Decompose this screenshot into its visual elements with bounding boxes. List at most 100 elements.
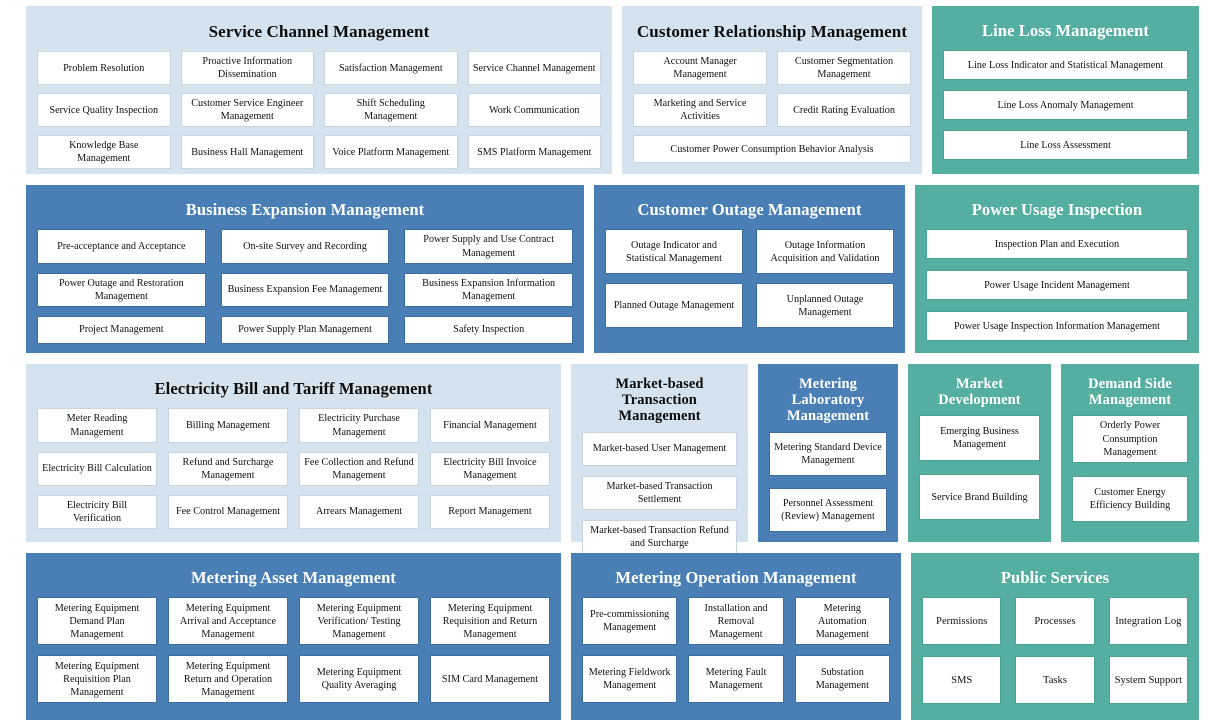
tile-pre-commissioning-management[interactable]: Pre-commissioning Management — [582, 597, 678, 646]
tile-billing-management[interactable]: Billing Management — [168, 408, 288, 443]
tile-emerging-business-management[interactable]: Emerging Business Management — [919, 415, 1040, 462]
tile-electricity-bill-invoice-management[interactable]: Electricity Bill Invoice Management — [430, 451, 550, 486]
tile-electricity-bill-verification[interactable]: Electricity Bill Verification — [37, 494, 157, 529]
tile-orderly-power-consumption-management[interactable]: Orderly Power Consumption Management — [1072, 415, 1188, 463]
tile-arrears-management[interactable]: Arrears Management — [299, 494, 419, 529]
tile-satisfaction-management[interactable]: Satisfaction Management — [324, 51, 458, 86]
tile-fee-control-management[interactable]: Fee Control Management — [168, 494, 288, 529]
tile-metering-equipment-return-and-operation-management[interactable]: Metering Equipment Return and Operation … — [168, 655, 288, 704]
tile-customer-segmentation-management[interactable]: Customer Segmentation Management — [777, 51, 911, 86]
tile-grid: Metering Equipment Demand Plan Managemen… — [37, 597, 550, 714]
tile-grid: Pre-commissioning Management Installatio… — [582, 597, 890, 714]
tile-power-supply-and-use-contract-management[interactable]: Power Supply and Use Contract Management — [404, 229, 573, 264]
tile-pre-acceptance-and-acceptance[interactable]: Pre-acceptance and Acceptance — [37, 229, 206, 264]
tile-work-communication[interactable]: Work Communication — [467, 93, 601, 128]
tile-processes[interactable]: Processes — [1015, 597, 1095, 646]
tile-financial-management[interactable]: Financial Management — [430, 408, 550, 443]
tile-power-usage-inspection-information-management[interactable]: Power Usage Inspection Information Manag… — [926, 311, 1188, 342]
tile-sms[interactable]: SMS — [922, 656, 1002, 705]
tile-system-support[interactable]: System Support — [1108, 656, 1188, 705]
tile-report-management[interactable]: Report Management — [430, 494, 550, 529]
panel-metering-asset-management[interactable]: Metering Asset Management Metering Equip… — [26, 553, 561, 720]
panel-market-development[interactable]: Market Development Emerging Business Man… — [908, 364, 1051, 542]
tile-fee-collection-and-refund-management[interactable]: Fee Collection and Refund Management — [299, 451, 419, 486]
tile-metering-fieldwork-management[interactable]: Metering Fieldwork Management — [582, 655, 678, 704]
tile-outage-information-acquisition-and-validation[interactable]: Outage Information Acquisition and Valid… — [756, 229, 894, 275]
tile-power-outage-and-restoration-management[interactable]: Power Outage and Restoration Management — [37, 272, 206, 307]
tile-metering-equipment-verification-testing-management[interactable]: Metering Equipment Verification/ Testing… — [299, 597, 419, 646]
tile-customer-energy-efficiency-building[interactable]: Customer Energy Efficiency Building — [1072, 475, 1188, 522]
panel-business-expansion-management[interactable]: Business Expansion Management Pre-accept… — [26, 185, 584, 353]
tile-metering-fault-management[interactable]: Metering Fault Management — [688, 655, 784, 704]
tile-on-site-survey-and-recording[interactable]: On-site Survey and Recording — [220, 229, 390, 264]
tile-problem-resolution[interactable]: Problem Resolution — [37, 51, 171, 86]
tile-planned-outage-management[interactable]: Planned Outage Management — [605, 283, 743, 329]
tile-market-based-user-management[interactable]: Market-based User Management — [582, 431, 737, 466]
tile-knowledge-base-management[interactable]: Knowledge Base Management — [37, 135, 171, 170]
tile-service-brand-building[interactable]: Service Brand Building — [919, 474, 1040, 521]
tile-metering-equipment-quality-averaging[interactable]: Metering Equipment Quality Averaging — [299, 655, 419, 704]
tile-voice-platform-management[interactable]: Voice Platform Management — [324, 135, 458, 170]
panel-metering-operation-management[interactable]: Metering Operation Management Pre-commis… — [571, 553, 901, 720]
panel-metering-laboratory-management[interactable]: Metering Laboratory Management Metering … — [758, 364, 898, 542]
tile-project-management[interactable]: Project Management — [37, 315, 206, 344]
tile-customer-power-consumption-behavior-analysis[interactable]: Customer Power Consumption Behavior Anal… — [633, 135, 911, 164]
tile-shift-scheduling-management[interactable]: Shift Scheduling Management — [324, 93, 458, 128]
tile-grid: Outage Indicator and Statistical Managem… — [605, 229, 894, 342]
tile-business-hall-management[interactable]: Business Hall Management — [180, 135, 314, 170]
tile-power-usage-incident-management[interactable]: Power Usage Incident Management — [926, 270, 1188, 301]
tile-metering-standard-device-management[interactable]: Metering Standard Device Management — [769, 431, 887, 476]
tile-market-based-transaction-settlement[interactable]: Market-based Transaction Settlement — [582, 475, 737, 510]
tile-metering-equipment-demand-plan-management[interactable]: Metering Equipment Demand Plan Managemen… — [37, 597, 157, 646]
tile-metering-equipment-arrival-and-acceptance-management[interactable]: Metering Equipment Arrival and Acceptanc… — [168, 597, 288, 646]
tile-metering-equipment-requisition-plan-management[interactable]: Metering Equipment Requisition Plan Mana… — [37, 655, 157, 704]
tile-proactive-information-dissemination[interactable]: Proactive Information Dissemination — [180, 51, 314, 86]
panel-customer-outage-management[interactable]: Customer Outage Management Outage Indica… — [594, 185, 905, 353]
tile-account-manager-management[interactable]: Account Manager Management — [633, 51, 767, 86]
tile-service-channel-management[interactable]: Service Channel Management — [467, 51, 601, 86]
tile-personnel-assessment-review-management[interactable]: Personnel Assessment (Review) Management — [769, 487, 887, 532]
tile-meter-reading-management[interactable]: Meter Reading Management — [37, 408, 157, 443]
panel-line-loss-management[interactable]: Line Loss Management Line Loss Indicator… — [932, 6, 1199, 174]
tile-electricity-purchase-management[interactable]: Electricity Purchase Management — [299, 408, 419, 443]
tile-electricity-bill-calculation[interactable]: Electricity Bill Calculation — [37, 451, 157, 486]
tile-service-quality-inspection[interactable]: Service Quality Inspection — [37, 93, 171, 128]
tile-metering-automation-management[interactable]: Metering Automation Management — [794, 597, 890, 646]
tile-business-expansion-information-management[interactable]: Business Expansion Information Managemen… — [404, 272, 573, 307]
tile-permissions[interactable]: Permissions — [922, 597, 1002, 646]
tile-grid: Pre-acceptance and Acceptance On-site Su… — [37, 229, 573, 344]
panel-service-channel-management[interactable]: Service Channel Management Problem Resol… — [26, 6, 612, 174]
panel-demand-side-management[interactable]: Demand Side Management Orderly Power Con… — [1061, 364, 1199, 542]
tile-sms-platform-management[interactable]: SMS Platform Management — [467, 135, 601, 170]
panel-power-usage-inspection[interactable]: Power Usage Inspection Inspection Plan a… — [915, 185, 1199, 353]
tile-tasks[interactable]: Tasks — [1015, 656, 1095, 705]
tile-installation-and-removal-management[interactable]: Installation and Removal Management — [688, 597, 784, 646]
panel-public-services[interactable]: Public Services Permissions Processes In… — [911, 553, 1199, 720]
tile-safety-inspection[interactable]: Safety Inspection — [404, 315, 573, 344]
tile-inspection-plan-and-execution[interactable]: Inspection Plan and Execution — [926, 229, 1188, 260]
tile-market-based-transaction-refund-and-surcharge[interactable]: Market-based Transaction Refund and Surc… — [582, 519, 737, 554]
tile-line-loss-anomaly-management[interactable]: Line Loss Anomaly Management — [943, 90, 1188, 121]
tile-power-supply-plan-management[interactable]: Power Supply Plan Management — [220, 315, 390, 344]
panel-market-based-transaction-management[interactable]: Market-based Transaction Management Mark… — [571, 364, 748, 554]
tile-business-expansion-fee-management[interactable]: Business Expansion Fee Management — [220, 272, 390, 307]
tile-marketing-and-service-activities[interactable]: Marketing and Service Activities — [633, 93, 767, 128]
panel-customer-relationship-management[interactable]: Customer Relationship Management Account… — [622, 6, 922, 174]
tile-line-loss-assessment[interactable]: Line Loss Assessment — [943, 130, 1188, 161]
tile-integration-log[interactable]: Integration Log — [1108, 597, 1188, 646]
tile-outage-indicator-and-statistical-management[interactable]: Outage Indicator and Statistical Managem… — [605, 229, 743, 275]
tile-line-loss-indicator-and-statistical-management[interactable]: Line Loss Indicator and Statistical Mana… — [943, 50, 1188, 81]
panel-title: Demand Side Management — [1088, 376, 1172, 409]
tile-refund-and-surcharge-management[interactable]: Refund and Surcharge Management — [168, 451, 288, 486]
tile-sim-card-management[interactable]: SIM Card Management — [430, 655, 550, 704]
tile-substation-management[interactable]: Substation Management — [794, 655, 890, 704]
panel-title: Metering Asset Management — [190, 568, 397, 587]
panel-electricity-bill-and-tariff-management[interactable]: Electricity Bill and Tariff Management M… — [26, 364, 561, 542]
tile-grid: Metering Standard Device Management Pers… — [769, 431, 887, 532]
tile-metering-equipment-requisition-and-return-management[interactable]: Metering Equipment Requisition and Retur… — [430, 597, 550, 646]
panel-title: Electricity Bill and Tariff Management — [154, 379, 433, 398]
tile-credit-rating-evaluation[interactable]: Credit Rating Evaluation — [777, 93, 911, 128]
tile-unplanned-outage-management[interactable]: Unplanned Outage Management — [756, 283, 894, 329]
tile-customer-service-engineer-management[interactable]: Customer Service Engineer Management — [180, 93, 314, 128]
